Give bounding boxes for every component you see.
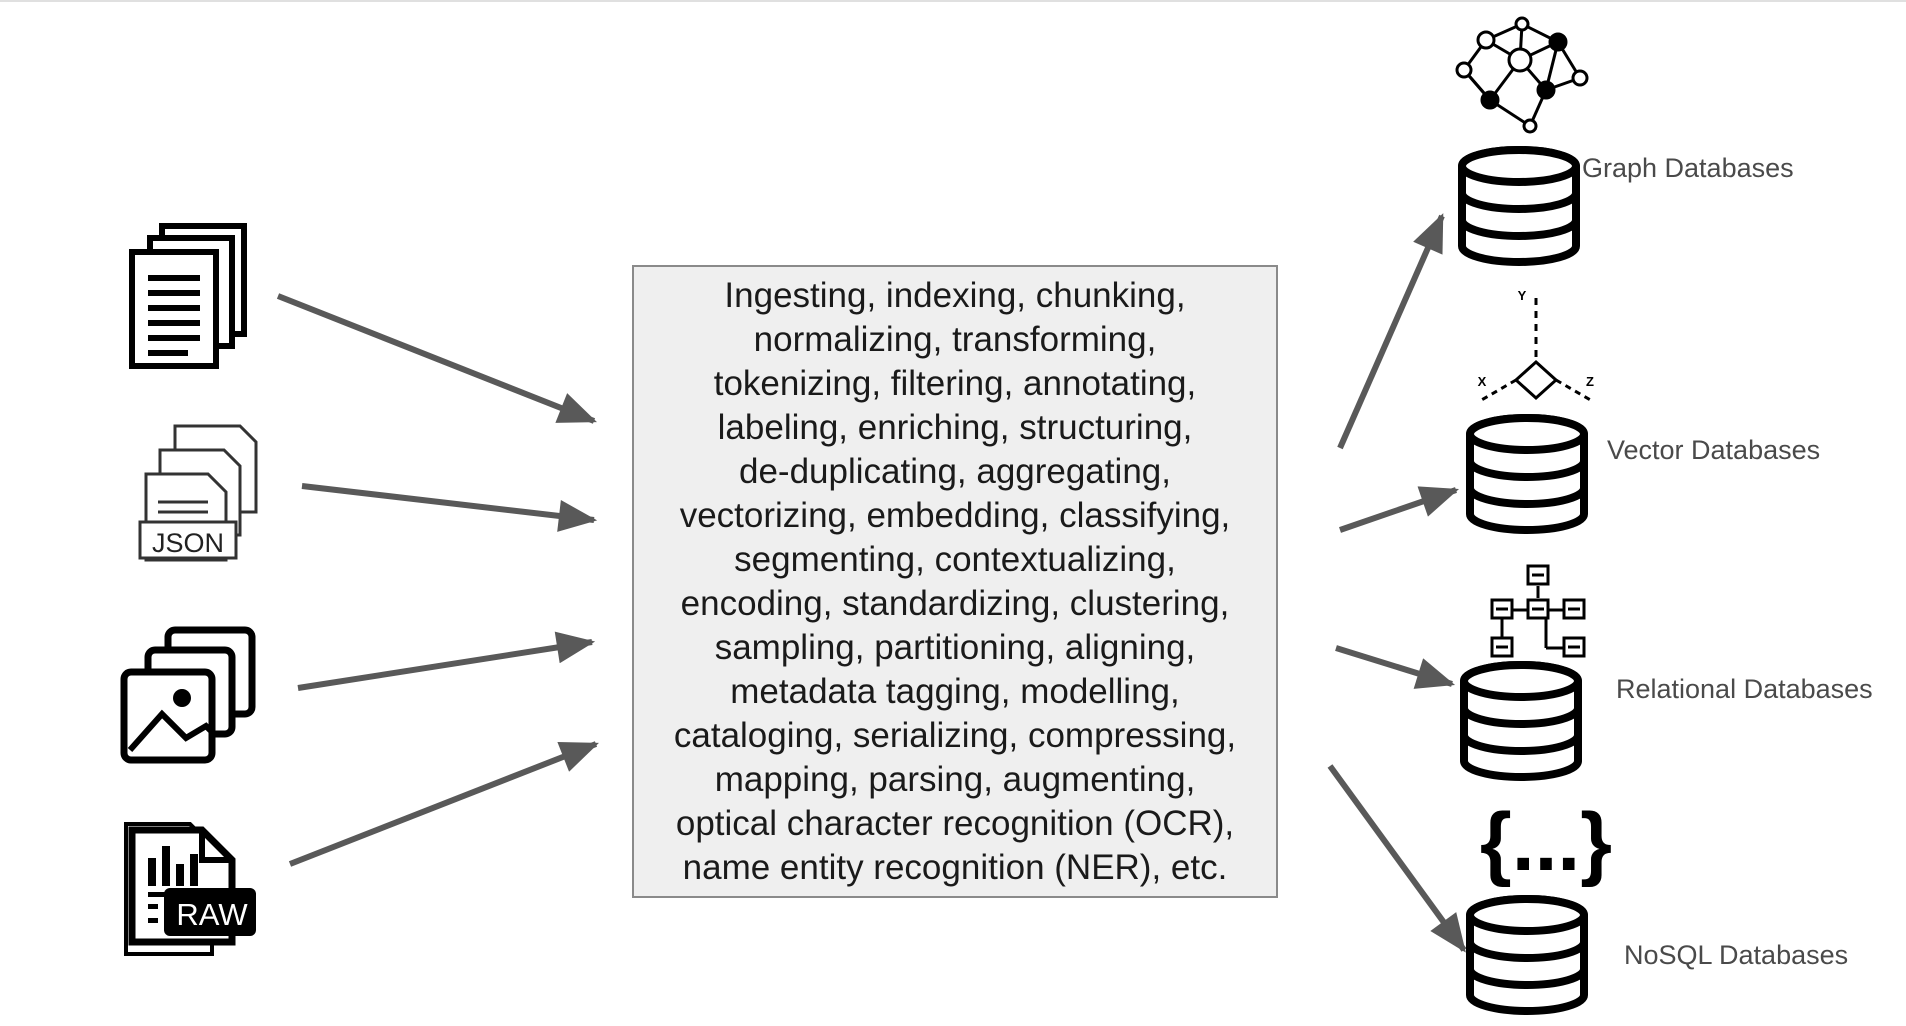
processing-step-line: name entity recognition (NER), etc. <box>682 847 1228 887</box>
arrow-process-to-nosql <box>1327 764 1467 953</box>
arrow-process-to-relational <box>1335 645 1456 689</box>
processing-step-line: de-duplicating, aggregating, <box>739 451 1171 491</box>
processing-step-line: optical character recognition (OCR), <box>675 803 1235 843</box>
vector-axes-icon <box>1477 298 1595 404</box>
processing-step-line: mapping, parsing, augmenting, <box>714 759 1196 799</box>
processing-step-line: vectorizing, embedding, classifying, <box>679 495 1231 535</box>
graph-database-icon <box>1458 146 1580 266</box>
processing-steps-box: Ingesting, indexing, chunking,normalizin… <box>632 265 1278 898</box>
relational-schema-icon <box>1490 564 1586 658</box>
vector-database-icon <box>1466 414 1588 534</box>
graph-network-icon <box>1455 16 1589 134</box>
input-arrows <box>276 293 599 867</box>
processing-step-line: segmenting, contextualizing, <box>734 539 1176 579</box>
arrow-json-to-process <box>301 483 598 532</box>
vector-axis-z-label: Z <box>1586 374 1594 389</box>
processing-step-line: tokenizing, filtering, annotating, <box>713 363 1197 403</box>
arrow-process-to-graph <box>1337 213 1445 450</box>
images-icon <box>120 626 256 764</box>
nosql-database-icon <box>1466 895 1588 1015</box>
json-badge-label: JSON <box>152 528 224 558</box>
processing-step-line: cataloging, serializing, compressing, <box>673 715 1237 755</box>
processing-step-line: metadata tagging, modelling, <box>730 671 1180 711</box>
arrow-raw-to-process <box>288 741 599 867</box>
graph-databases-label: Graph Databases <box>1582 153 1794 183</box>
vector-axis-y-label: Y <box>1518 288 1527 303</box>
processing-step-line: sampling, partitioning, aligning, <box>714 627 1196 667</box>
relational-database-icon <box>1460 661 1582 781</box>
processing-step-line: normalizing, transforming, <box>753 319 1157 359</box>
documents-icon <box>129 223 247 369</box>
nosql-braces-icon: {...} <box>1480 797 1612 888</box>
json-files-icon <box>138 424 258 562</box>
arrow-documents-to-process <box>276 293 597 424</box>
top-divider <box>0 0 1906 2</box>
relational-databases-label: Relational Databases <box>1616 674 1873 704</box>
arrow-process-to-vector <box>1339 486 1460 533</box>
arrow-images-to-process <box>297 631 596 691</box>
raw-file-icon <box>124 822 256 956</box>
processing-step-line: encoding, standardizing, clustering, <box>680 583 1230 623</box>
nosql-databases-label: NoSQL Databases <box>1624 940 1849 970</box>
processing-step-line: labeling, enriching, structuring, <box>717 407 1193 447</box>
vector-axis-x-label: X <box>1478 374 1487 389</box>
output-arrows <box>1327 213 1467 953</box>
raw-badge-label: RAW <box>176 897 248 932</box>
vector-databases-label: Vector Databases <box>1607 435 1821 465</box>
processing-step-line: Ingesting, indexing, chunking, <box>724 275 1186 315</box>
